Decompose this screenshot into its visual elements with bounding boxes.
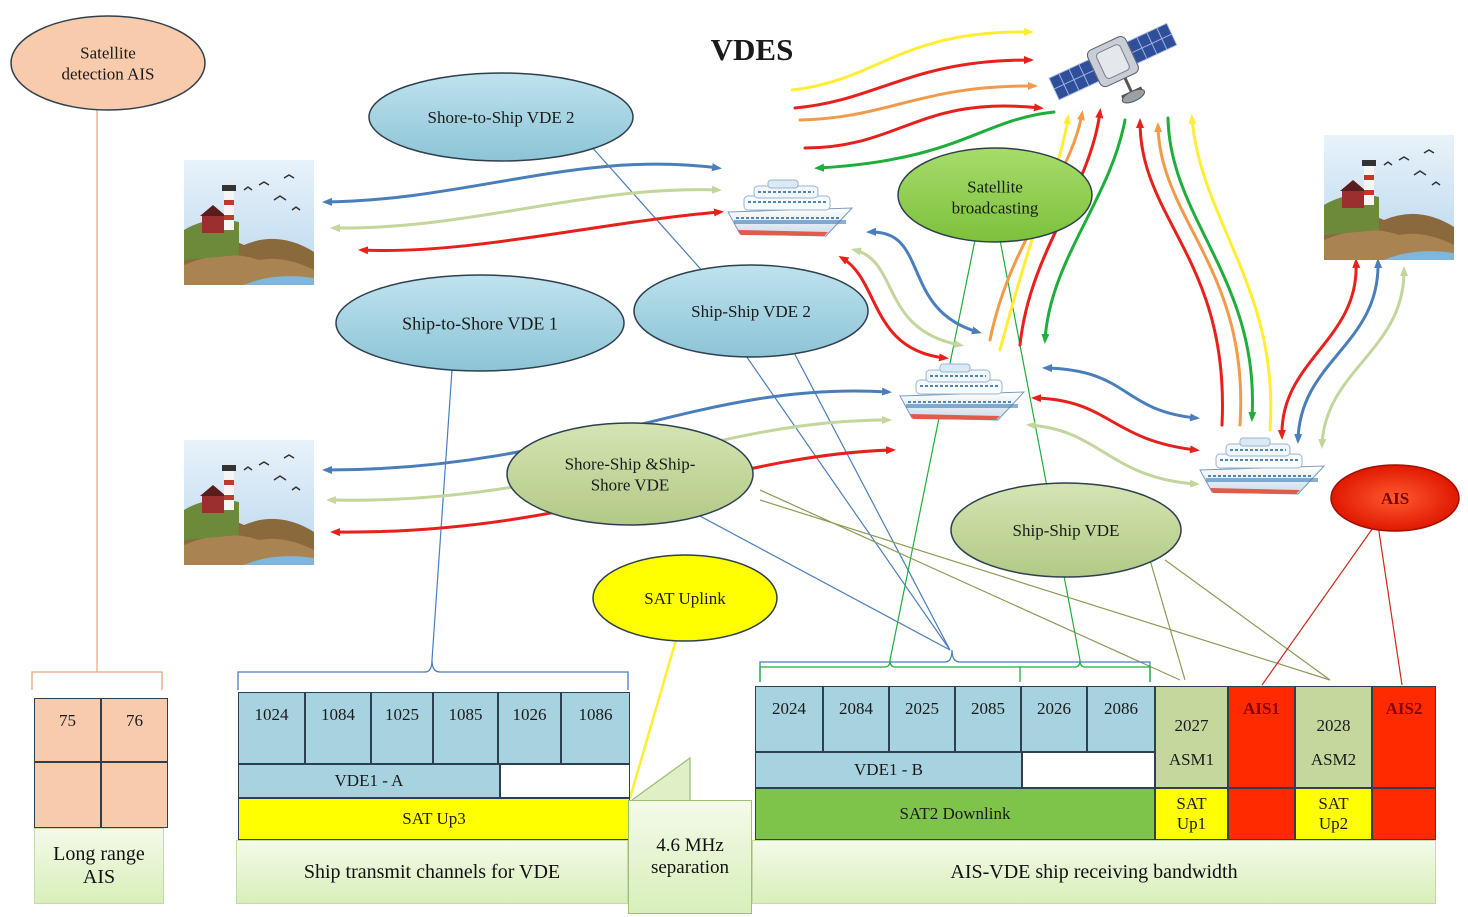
sat-up1-red-cell xyxy=(1228,788,1295,840)
ais2-cell: AIS2 xyxy=(1372,686,1436,788)
receiving-bandwidth-caption: AIS-VDE ship receiving bandwidth xyxy=(752,840,1436,904)
lighthouse-icon xyxy=(183,159,315,286)
asm1-channel: 2027 xyxy=(1174,716,1209,735)
lighthouse-icon xyxy=(183,439,315,566)
channel-cell: 1026 xyxy=(498,692,561,764)
svg-text:Ship-Ship VDE 2: Ship-Ship VDE 2 xyxy=(691,302,811,321)
vde1-a-label: VDE1 - A xyxy=(334,771,404,790)
vde1-a-empty xyxy=(500,764,630,798)
long-range-ais-caption: Long range AIS xyxy=(34,828,164,904)
channel-cell: 2084 xyxy=(823,686,889,752)
shore-to-ship-vde2-bubble: Shore-to-Ship VDE 2 xyxy=(368,72,634,162)
ais1-cell: AIS1 xyxy=(1228,686,1295,788)
sat-up2-cell: SAT Up2 xyxy=(1295,788,1372,840)
svg-text:Ship-Ship VDE: Ship-Ship VDE xyxy=(1013,521,1120,540)
ship-to-shore-vde1-bubble: Ship-to-Shore VDE 1 xyxy=(335,274,625,372)
ship-icon xyxy=(727,179,853,237)
ship-ship-vde2-bubble: Ship-Ship VDE 2 xyxy=(633,264,869,358)
channel-cell: 1025 xyxy=(371,692,433,764)
channel-cell: 2085 xyxy=(955,686,1021,752)
sat-up1-cell: SAT Up1 xyxy=(1155,788,1228,840)
channel-cell: 2086 xyxy=(1087,686,1155,752)
svg-text:Ship-to-Shore VDE 1: Ship-to-Shore VDE 1 xyxy=(402,313,558,333)
lighthouse-icon xyxy=(1323,134,1455,261)
channel-cell: 75 xyxy=(34,698,101,762)
svg-text:Shore-Ship &Ship-Shore VDE: Shore-Ship &Ship-Shore VDE xyxy=(565,454,696,494)
sat2-downlink-label: SAT2 Downlink xyxy=(899,804,1011,823)
sat2-downlink-bar: SAT2 Downlink xyxy=(755,788,1155,840)
separation-callout: 4.6 MHz separation xyxy=(628,800,752,914)
channel-cell: 2025 xyxy=(889,686,955,752)
shore-ship-ship-shore-vde-bubble: Shore-Ship &Ship-Shore VDE xyxy=(506,422,754,526)
channel-cell-empty xyxy=(34,762,101,828)
channel-cell: 2026 xyxy=(1021,686,1087,752)
svg-text:AIS: AIS xyxy=(1381,489,1409,508)
asm1-cell: 2027 ASM1 xyxy=(1155,686,1228,788)
diagram-title: VDES xyxy=(711,32,794,67)
ais-bubble: AIS xyxy=(1330,464,1460,532)
ship-transmit-caption: Ship transmit channels for VDE xyxy=(236,840,628,904)
ship-icon xyxy=(899,363,1025,421)
asm2-label: ASM2 xyxy=(1310,750,1357,769)
vde1-b-bar: VDE1 - B xyxy=(755,752,1022,788)
channel-cell: 1086 xyxy=(561,692,630,764)
vde1-b-label: VDE1 - B xyxy=(854,760,923,779)
channel-cell: 1024 xyxy=(238,692,305,764)
ship-ship-vde-bubble: Ship-Ship VDE xyxy=(950,482,1182,578)
svg-text:Shore-to-Ship VDE 2: Shore-to-Ship VDE 2 xyxy=(427,108,574,127)
asm1-label: ASM1 xyxy=(1168,750,1215,769)
channel-cell: 1085 xyxy=(433,692,498,764)
channel-cell: 2024 xyxy=(755,686,823,752)
asm2-channel: 2028 xyxy=(1316,716,1351,735)
svg-text:SAT Uplink: SAT Uplink xyxy=(644,589,726,608)
channel-cell-empty xyxy=(101,762,168,828)
satellite-icon xyxy=(1048,22,1178,104)
asm2-cell: 2028 ASM2 xyxy=(1295,686,1372,788)
sat-up3-bar: SAT Up3 xyxy=(238,798,630,840)
sat-up3-label: SAT Up3 xyxy=(402,809,466,828)
sat-uplink-bubble: SAT Uplink xyxy=(592,554,778,642)
sat-up2-red-cell xyxy=(1372,788,1436,840)
ship-icon xyxy=(1199,437,1325,495)
channel-cell: 76 xyxy=(101,698,168,762)
vde1-a-bar: VDE1 - A xyxy=(238,764,500,798)
vde1-b-empty xyxy=(1022,752,1155,788)
channel-cell: 1084 xyxy=(305,692,371,764)
